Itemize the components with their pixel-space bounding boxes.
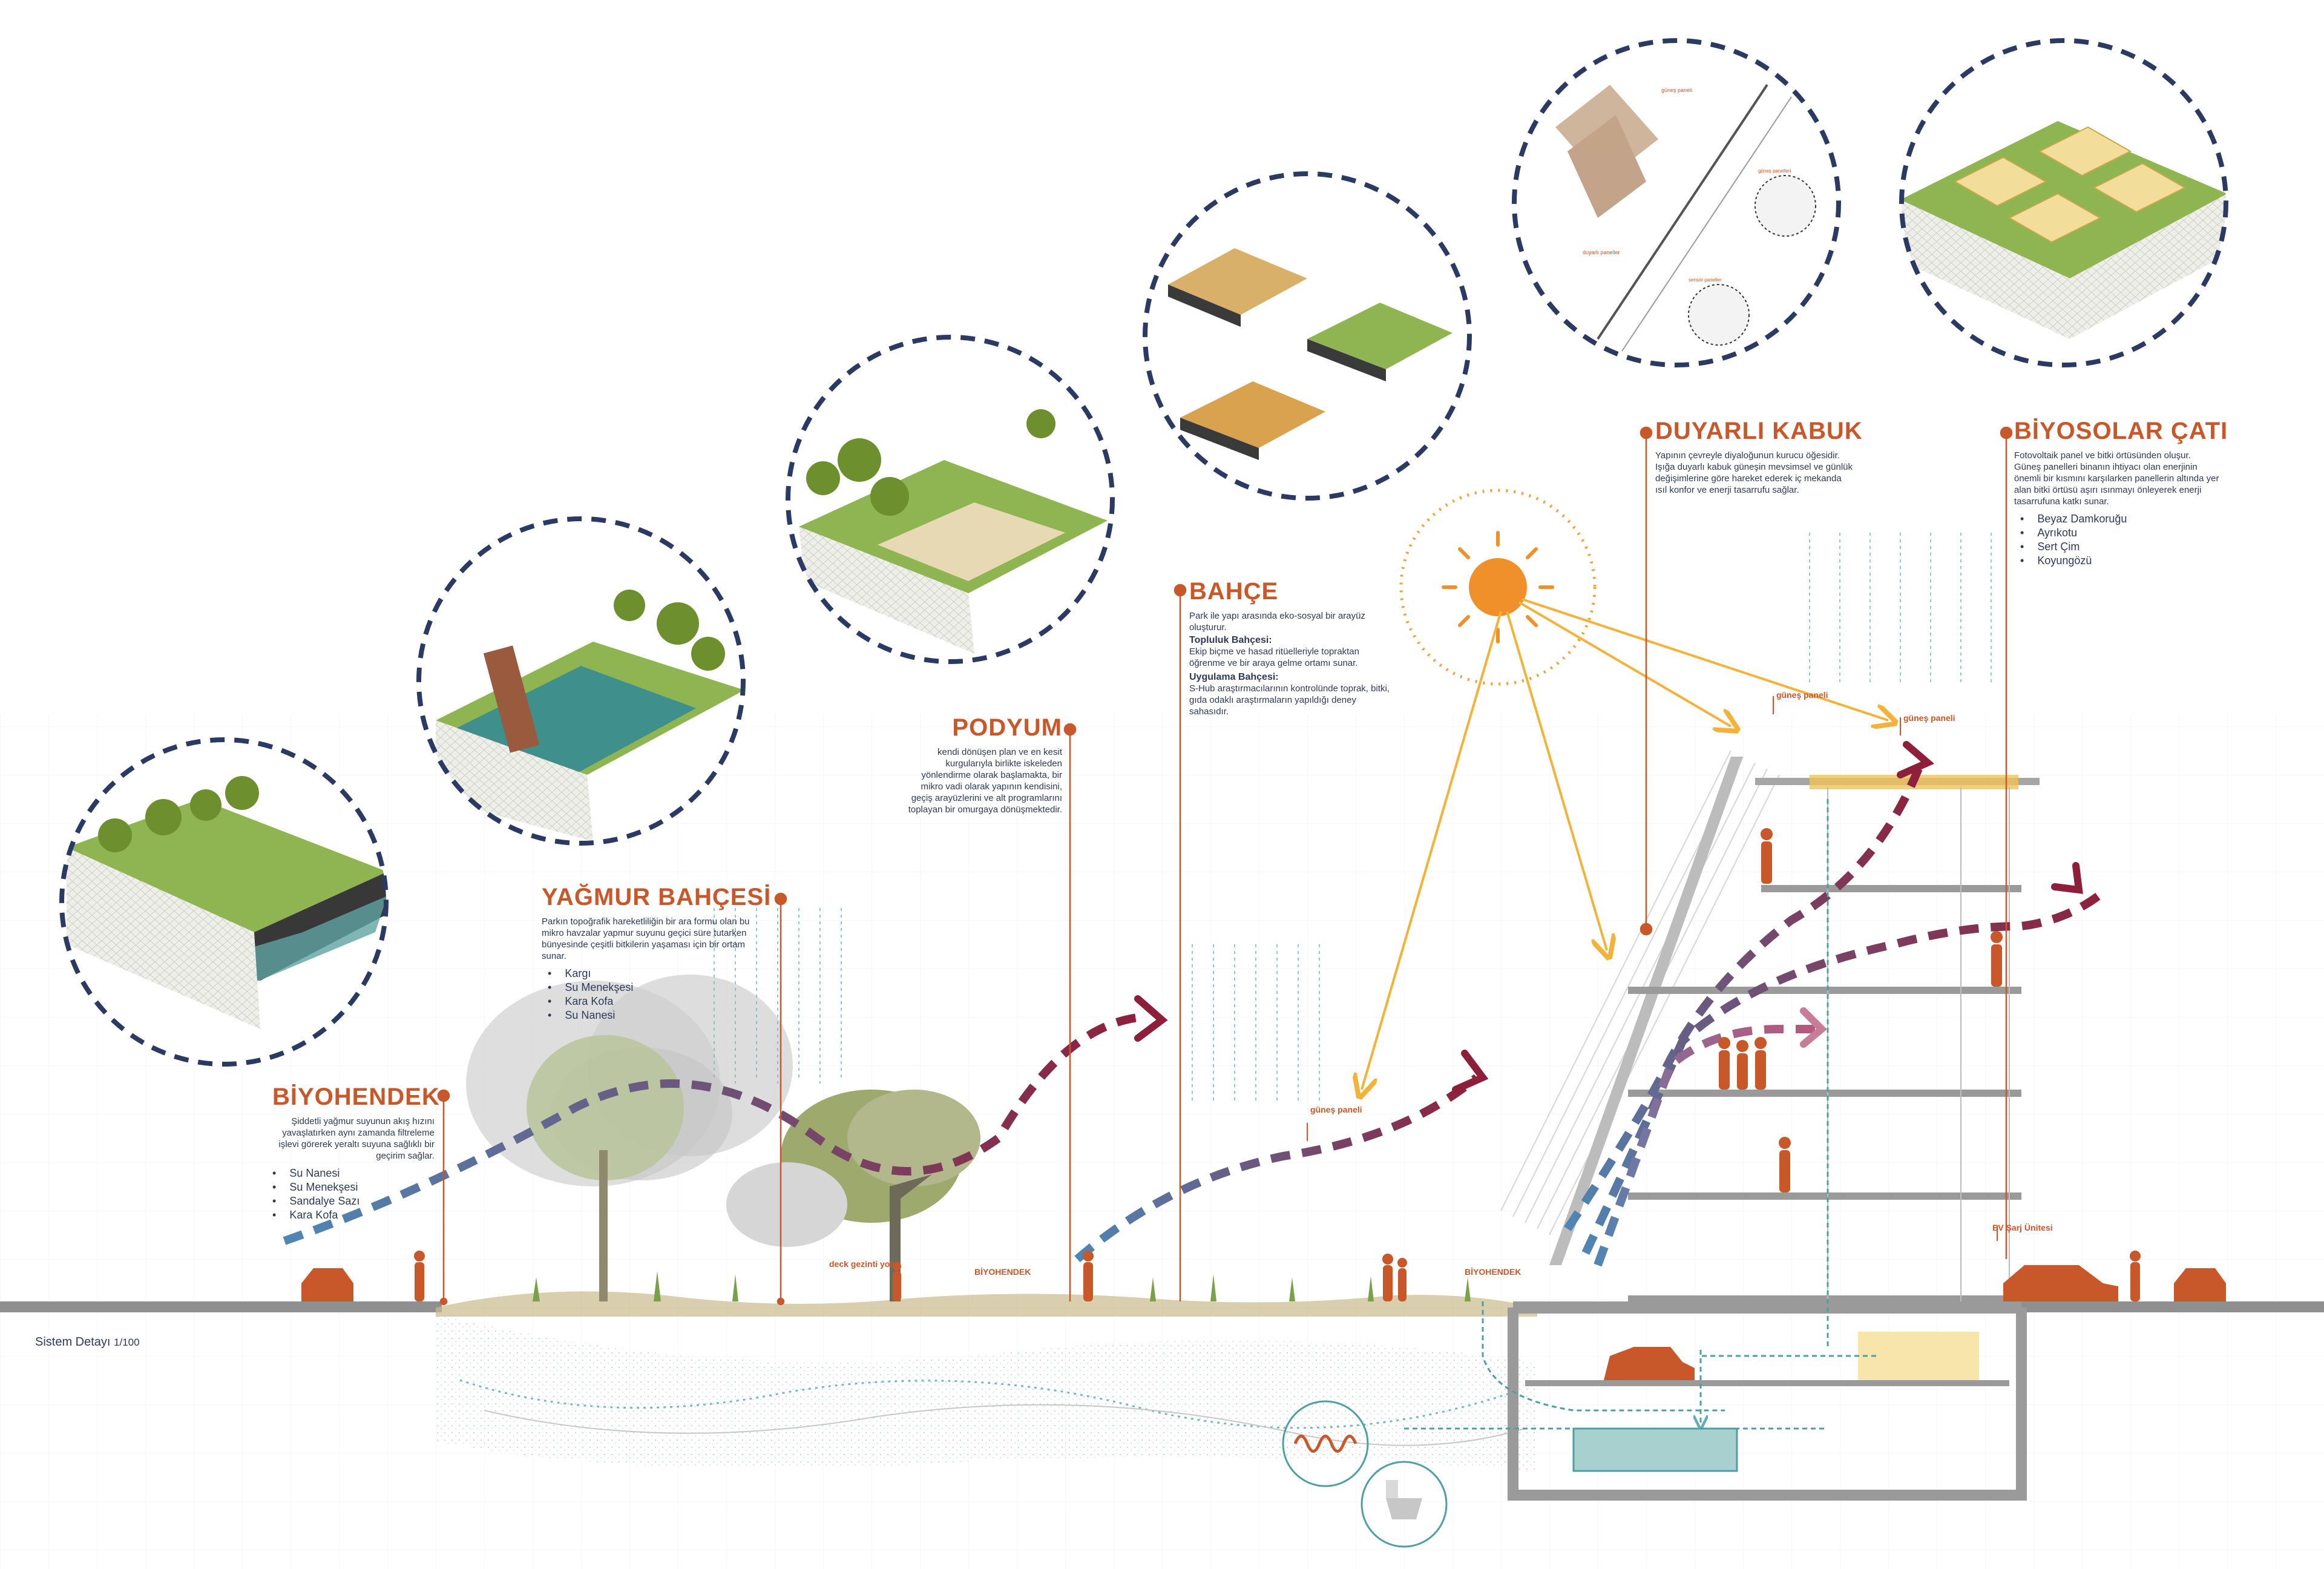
sun-rays [1362, 598, 1888, 1090]
bahce-sub1-title: Topluluk Bahçesi: [1189, 635, 1272, 645]
car-icons [301, 1265, 2226, 1301]
detail-circle-podyum [786, 335, 1115, 664]
tag-ev-sarj-unitesi: EV Şarj Ünitesi [1992, 1223, 2053, 1232]
detail-circle-duyarli-kabuk: güneş paneli duyarlı paneller güneş pane… [1512, 38, 1841, 367]
plant-item: Su Menekşesi [272, 1180, 436, 1194]
biyosolar-body: Fotovoltaik panel ve bitki örtüsünden ol… [2014, 450, 2219, 507]
label-sensor: sensör paneller [1689, 277, 1722, 283]
duyarli-kabuk-body: Yapının çevreyle diyaloğunun kurucu öğes… [1655, 450, 1853, 495]
detail-circle-yagmur-bahcesi [416, 516, 746, 846]
section-biyohendek: BİYOHENDEK Şiddetli yağmur suyunun akış … [272, 1084, 440, 1222]
leader-lines [437, 426, 2013, 1306]
tag-markers [1307, 696, 1998, 1241]
section-yagmur-bahcesi: YAĞMUR BAHÇESİ Parkın topoğrafik hareket… [542, 884, 772, 1022]
tag-biyohendek-building: BİYOHENDEK [1465, 1267, 1521, 1277]
section-podyum: PODYUM kendi dönüşen plan ve en kesit ku… [902, 714, 1062, 815]
label-duyarli-panel: duyarlı paneller [1583, 249, 1620, 255]
detail-circle-biyohendek [59, 737, 389, 1067]
bahce-sub2-title: Uygulama Bahçesi: [1189, 672, 1279, 682]
detail-circle-bahce [1143, 171, 1472, 501]
tag-biyohendek-park: BİYOHENDEK [974, 1267, 1031, 1277]
section-duyarli-kabuk: DUYARLI KABUK Yapının çevreyle diyaloğun… [1655, 418, 1863, 496]
plant-item: Su Nanesi [548, 1008, 766, 1022]
wind-arrows [283, 767, 2109, 1267]
duyarli-kabuk-title: DUYARLI KABUK [1655, 418, 1863, 444]
bahce-intro: Park ile yapı arasında eko-sosyal bir ar… [1189, 611, 1365, 633]
toilet-icon [1361, 1461, 1448, 1548]
plant-item: Su Menekşesi [548, 981, 766, 995]
plant-item: Koyungözü [2020, 554, 2220, 568]
label-gunes-panel: güneş paneli [1661, 87, 1692, 93]
tag-gunes-paneli-podium: güneş paneli [1310, 1105, 1362, 1114]
system-detail-title: Sistem Detayı [35, 1335, 111, 1349]
yagmur-bahcesi-body: Parkın topoğrafik hareketliliğin bir ara… [542, 916, 750, 961]
yagmur-bahcesi-title: YAĞMUR BAHÇESİ [542, 884, 772, 910]
building-section [1500, 750, 2040, 1501]
podyum-body: kendi dönüşen plan ve en kesit kurguları… [908, 747, 1062, 815]
bahce-title: BAHÇE [1189, 578, 1279, 605]
sun-icon [1399, 488, 1597, 686]
tag-gunes-paneli-roof: güneş paneli [1903, 713, 1955, 723]
tag-gunes-paneli-facade: güneş paneli [1776, 690, 1828, 700]
biyohendek-body: Şiddetli yağmur suyunun akış hızını yava… [278, 1116, 435, 1161]
biyosolar-title: BİYOSOLAR ÇATI [2014, 418, 2228, 444]
bahce-sub2-body: S-Hub araştırmacılarının kontrolünde top… [1189, 683, 1390, 717]
plant-item: Sert Çim [2020, 540, 2220, 554]
drainage-system [1404, 799, 1876, 1429]
plant-item: Sandalye Sazı [272, 1194, 436, 1208]
people-silhouettes [414, 828, 2141, 1301]
detail-circle-biyosolar [1899, 38, 2228, 367]
plant-item: Su Nanesi [272, 1166, 436, 1180]
biyohendek-title: BİYOHENDEK [272, 1084, 440, 1110]
label-gunes-panelleri: güneş panelleri [1758, 168, 1791, 174]
biyohendek-plant-list: Su Nanesi Su Menekşesi Sandalye Sazı Kar… [272, 1166, 436, 1222]
section-biyosolar: BİYOSOLAR ÇATI Fotovoltaik panel ve bitk… [2014, 418, 2228, 568]
section-bahce: BAHÇE Park ile yapı arasında eko-sosyal … [1189, 578, 1395, 717]
plant-item: Kara Kofa [272, 1208, 436, 1222]
plant-item: Kara Kofa [548, 995, 766, 1008]
system-detail-label: Sistem Detayı 1/100 [35, 1335, 140, 1349]
tag-deck-gezinti-yolu: deck gezinti yolu [829, 1259, 898, 1269]
bahce-sub1-body: Ekip biçme ve hasad ritüelleriyle toprak… [1189, 646, 1359, 668]
heating-coil-icon [1282, 1400, 1369, 1487]
wind-arrowheads [1134, 741, 2083, 1093]
plant-item: Beyaz Damkoruğu [2020, 512, 2220, 526]
podyum-title: PODYUM [952, 714, 1062, 741]
yagmur-bahcesi-plant-list: Kargı Su Menekşesi Kara Kofa Su Nanesi [548, 967, 766, 1022]
plant-item: Kargı [548, 967, 766, 981]
system-detail-scale: 1/100 [114, 1337, 140, 1348]
biyosolar-plant-list: Beyaz Damkoruğu Ayrıkotu Sert Çim Koyung… [2020, 512, 2220, 568]
plant-item: Ayrıkotu [2020, 526, 2220, 540]
